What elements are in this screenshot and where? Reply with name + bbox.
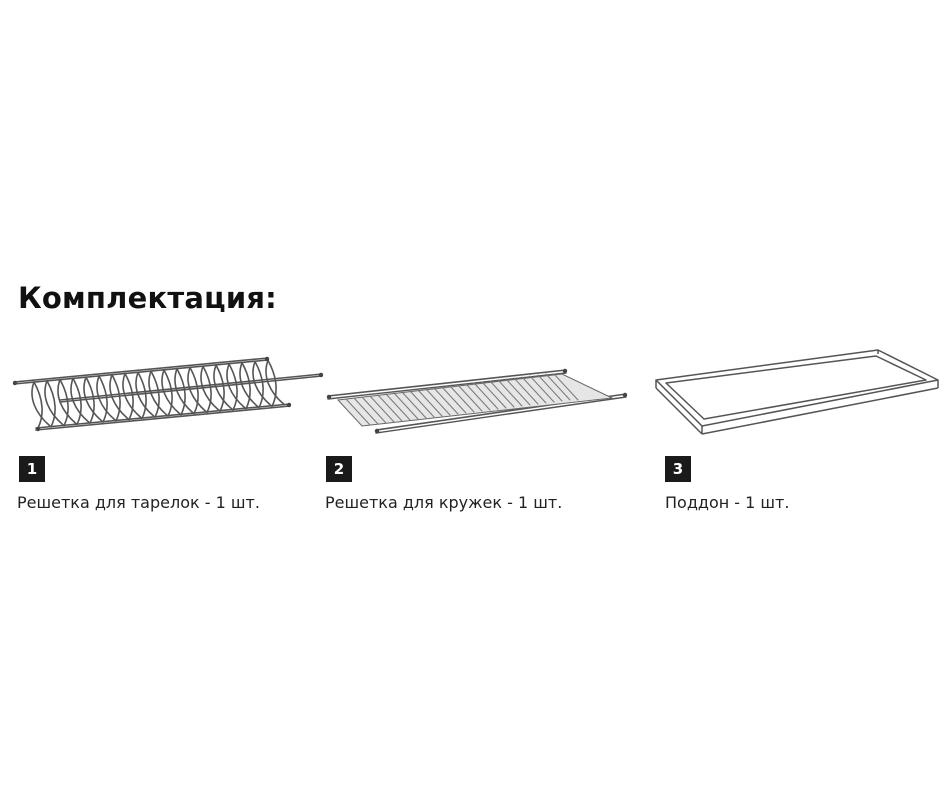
drip-tray-icon (655, 349, 939, 435)
plate-rack-icon (12, 356, 324, 432)
item-label: Поддон - 1 шт. (665, 493, 790, 512)
page-title: Комплектация: (18, 281, 277, 315)
cup-rack-icon (326, 368, 628, 434)
item-number-badge: 3 (665, 456, 691, 482)
item-number-badge: 2 (326, 456, 352, 482)
item-label: Решетка для тарелок - 1 шт. (17, 493, 260, 512)
item-label: Решетка для кружек - 1 шт. (325, 493, 563, 512)
item-number-badge: 1 (19, 456, 45, 482)
